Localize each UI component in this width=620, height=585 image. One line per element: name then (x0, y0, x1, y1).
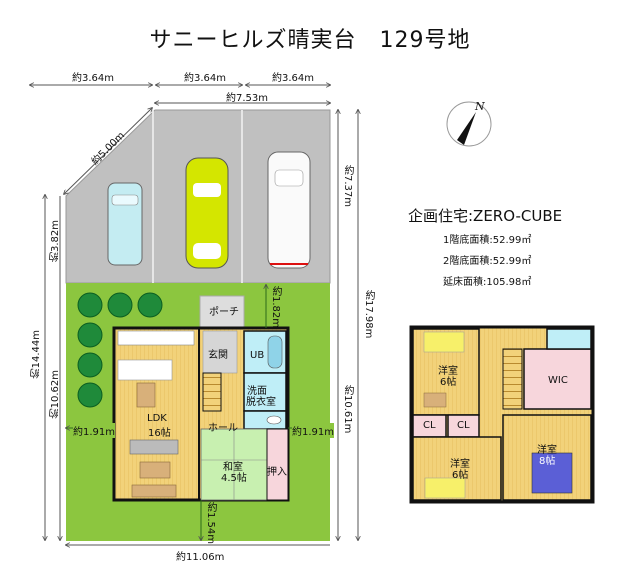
compass-north-label: N (475, 100, 485, 113)
room2-c-l2: 8帖 (539, 456, 556, 467)
dim-east-setback: 約1.91m (292, 423, 335, 438)
dim-top-overall: 約7.53m (226, 93, 269, 104)
room2-c-l1: 洋室 (537, 445, 557, 456)
room-bath: UB (250, 350, 265, 361)
room2-cl1: CL (423, 420, 436, 431)
dim-west-setback: 約1.91m (73, 423, 116, 438)
dim-right-parking: 約7.37m (342, 165, 353, 208)
room-washitsu-l1: 和室 (223, 462, 243, 473)
dim-bottom: 約11.06m (176, 552, 225, 563)
dim-left-total: 約14.44m (31, 330, 42, 379)
dim-top-seg2: 約3.64m (184, 73, 227, 84)
page-title: サニーヒルズ晴実台 129号地 (149, 28, 471, 53)
room-porch: ポーチ (209, 307, 239, 318)
room-ldk-l2: 16帖 (148, 428, 171, 439)
dim-left-garden: 約10.62m (50, 370, 61, 419)
room2-a-l1: 洋室 (438, 366, 458, 377)
room-closet: 押入 (267, 467, 287, 478)
room2-b-l1: 洋室 (450, 459, 470, 470)
dim-right-garden: 約10.61m (342, 385, 353, 434)
floor2-area: 2階底面積:52.99㎡ (443, 256, 532, 267)
car-yellow (185, 157, 229, 269)
dim-porch-setback: 約1.82m (270, 286, 281, 329)
room-washroom-l1: 洗面 (247, 386, 267, 397)
dim-left-parking: 約3.82m (50, 220, 61, 263)
room-washroom-l2: 脱衣室 (246, 397, 276, 408)
dim-top-seg1: 約3.64m (72, 73, 115, 84)
room2-wic: WIC (548, 375, 568, 386)
floor1-area: 1階底面積:52.99㎡ (443, 235, 532, 246)
room-entrance: 玄関 (208, 350, 228, 361)
plan-name: 企画住宅:ZERO-CUBE (408, 207, 563, 225)
dim-top-seg3: 約3.64m (272, 73, 315, 84)
room2-b-l2: 6帖 (452, 470, 469, 481)
dim-right-total: 約17.98m (363, 290, 374, 339)
car-white (267, 151, 311, 269)
total-area: 延床面積:105.98㎡ (443, 277, 532, 288)
room2-a-l2: 6帖 (440, 377, 457, 388)
room-hall: ホール (208, 423, 238, 434)
room2-cl2: CL (457, 420, 470, 431)
room-ldk-l1: LDK (147, 413, 167, 424)
car-lightblue (107, 182, 143, 266)
trees (77, 292, 163, 408)
dim-south-setback: 約1.54m (205, 502, 216, 545)
compass-icon (446, 101, 492, 147)
floor2-plan (409, 325, 595, 504)
room-washitsu-l2: 4.5帖 (221, 473, 247, 484)
